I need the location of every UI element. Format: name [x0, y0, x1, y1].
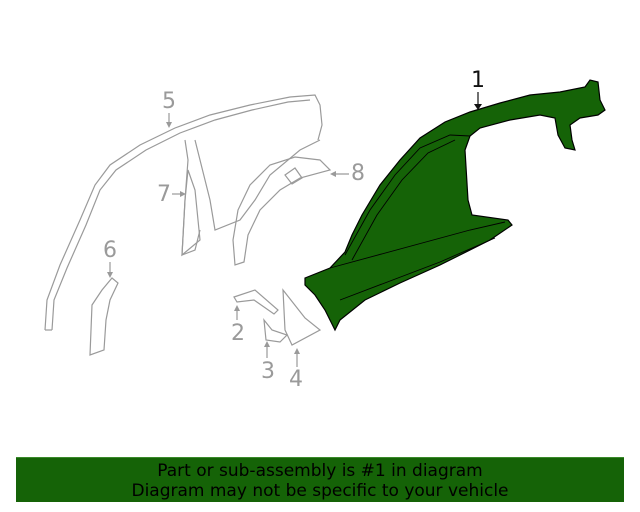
callout-7[interactable]: 7 — [157, 182, 171, 207]
callout-4[interactable]: 4 — [289, 367, 303, 392]
callout-2[interactable]: 2 — [231, 321, 245, 346]
leader-lines — [107, 92, 482, 367]
banner-line-1: Part or sub-assembly is #1 in diagram — [157, 461, 483, 481]
part-5-outline — [44, 94, 323, 331]
callout-8[interactable]: 8 — [351, 161, 365, 186]
callout-6[interactable]: 6 — [103, 238, 117, 263]
info-banner: Part or sub-assembly is #1 in diagram Di… — [16, 457, 624, 502]
part-7-outline — [181, 169, 201, 257]
parts-diagram — [44, 79, 606, 367]
part-1-highlighted[interactable] — [304, 79, 606, 332]
part-8-outline — [232, 156, 332, 266]
callout-5[interactable]: 5 — [162, 89, 176, 114]
callout-3[interactable]: 3 — [261, 359, 275, 384]
parts-2-3-4-outline — [233, 288, 322, 346]
callout-1[interactable]: 1 — [471, 68, 485, 93]
banner-line-2: Diagram may not be specific to your vehi… — [131, 481, 509, 501]
part-6-outline — [89, 277, 119, 356]
